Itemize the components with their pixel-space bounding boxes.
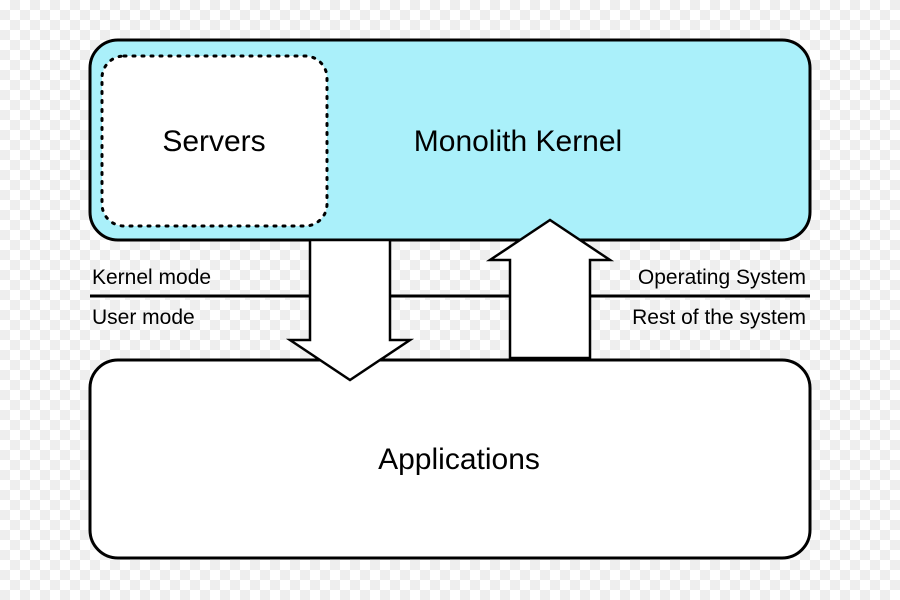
up-arrow [485,218,615,360]
kernel-mode-label: Kernel mode [92,266,211,289]
applications-box [88,358,812,560]
user-mode-label: User mode [92,306,195,329]
rest-of-system-label: Rest of the system [632,306,806,329]
applications-label: Applications [378,443,540,476]
servers-label: Servers [162,125,265,158]
kernel-label: Monolith Kernel [414,125,622,158]
servers-box [100,54,329,228]
operating-system-label: Operating System [638,266,806,289]
mode-boundary-line [90,294,810,300]
down-arrow [285,238,415,382]
